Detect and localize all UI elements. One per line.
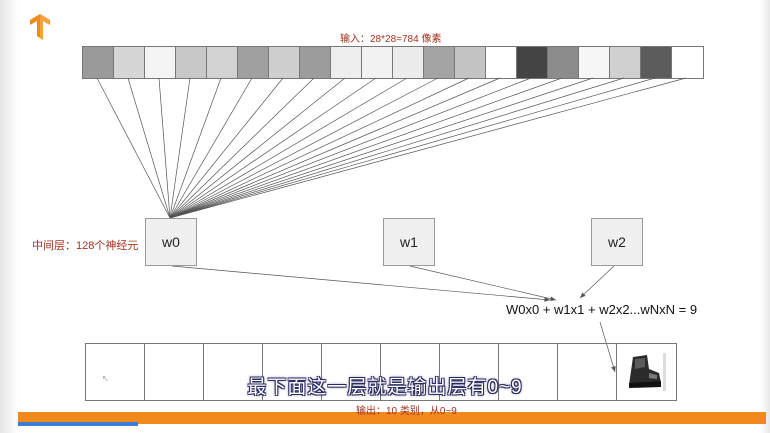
pixel-to-w0-line xyxy=(169,77,532,219)
pixel-to-w0-line xyxy=(169,77,408,219)
input-pixel xyxy=(672,47,703,78)
pixel-to-w0-line xyxy=(158,77,171,219)
w0-to-formula-arrow xyxy=(171,265,551,301)
output-cell xyxy=(322,344,381,400)
input-pixel xyxy=(517,47,548,78)
neuron-w2: w2 xyxy=(591,218,643,266)
input-pixel xyxy=(114,47,145,78)
output-cell xyxy=(440,344,499,400)
input-pixel xyxy=(331,47,362,78)
pixel-to-w0-line xyxy=(169,77,284,219)
pixel-to-w0-line xyxy=(169,77,439,219)
pixel-to-w0-line xyxy=(169,77,346,219)
pixel-to-w0-line xyxy=(169,77,687,219)
formula-to-output-arrow xyxy=(599,321,616,373)
cursor-icon: ↖ xyxy=(102,374,109,383)
w2-to-formula-arrow-head xyxy=(580,292,586,298)
output-cell xyxy=(263,344,322,400)
input-pixel xyxy=(238,47,269,78)
pixel-to-w0-line xyxy=(169,77,222,219)
input-label: 输入：28*28=784 像素 xyxy=(340,34,442,45)
left-edge xyxy=(0,0,18,433)
output-cell xyxy=(558,344,617,400)
formula: W0x0 + w1x1 + w2x2...wNxN = 9 xyxy=(506,302,698,317)
output-row: ↖ xyxy=(85,343,677,401)
boot-image xyxy=(623,349,669,395)
tensorflow-logo-icon xyxy=(30,14,50,40)
output-cell xyxy=(145,344,204,400)
input-pixel xyxy=(641,47,672,78)
pixel-to-w0-line xyxy=(169,77,191,219)
input-pixel xyxy=(145,47,176,78)
video-progress-bar[interactable] xyxy=(18,422,138,426)
input-pixel xyxy=(362,47,393,78)
input-pixel xyxy=(610,47,641,78)
output-cell xyxy=(499,344,558,400)
input-pixel xyxy=(176,47,207,78)
hidden-layer-label: 中间层：128个神经元 xyxy=(32,240,139,252)
pixel-to-w0-line xyxy=(169,77,656,219)
output-cell: ↖ xyxy=(86,344,145,400)
input-pixel xyxy=(579,47,610,78)
right-edge xyxy=(760,0,770,433)
input-pixel xyxy=(393,47,424,78)
pixel-to-w0-line xyxy=(169,77,470,219)
pixel-to-w0-line xyxy=(96,77,171,219)
output-cell xyxy=(381,344,440,400)
neuron-w1: w1 xyxy=(383,218,435,266)
output-label: 输出：10 类别，从0~9 xyxy=(356,406,457,417)
input-pixel xyxy=(486,47,517,78)
formula-to-output-arrow-head xyxy=(611,366,616,372)
pixel-to-w0-line xyxy=(127,77,171,219)
pixel-to-w0-line xyxy=(169,77,377,219)
w1-to-formula-arrow xyxy=(409,265,557,301)
w1-to-formula-arrow-head xyxy=(550,296,556,302)
neuron-w0: w0 xyxy=(145,218,197,266)
pixel-to-w0-line xyxy=(169,77,501,219)
input-pixel xyxy=(269,47,300,78)
w2-to-formula-arrow xyxy=(579,265,615,299)
pixel-to-w0-line xyxy=(169,77,563,219)
input-pixel-row xyxy=(82,46,704,79)
input-pixel xyxy=(207,47,238,78)
input-pixel xyxy=(455,47,486,78)
input-pixel xyxy=(424,47,455,78)
w0-to-formula-arrow-head xyxy=(544,297,550,302)
input-pixel xyxy=(300,47,331,78)
pixel-to-w0-line xyxy=(169,77,625,219)
footer-bar xyxy=(18,412,766,424)
output-cell xyxy=(204,344,263,400)
input-pixel xyxy=(83,47,114,78)
output-cell-image xyxy=(617,344,676,400)
input-pixel xyxy=(548,47,579,78)
video-subtitle: 最下面这一层就是输出层有0~9 xyxy=(247,377,523,398)
pixel-to-w0-line xyxy=(169,77,253,219)
pixel-to-w0-line xyxy=(169,77,315,219)
pixel-to-w0-line xyxy=(169,77,594,219)
